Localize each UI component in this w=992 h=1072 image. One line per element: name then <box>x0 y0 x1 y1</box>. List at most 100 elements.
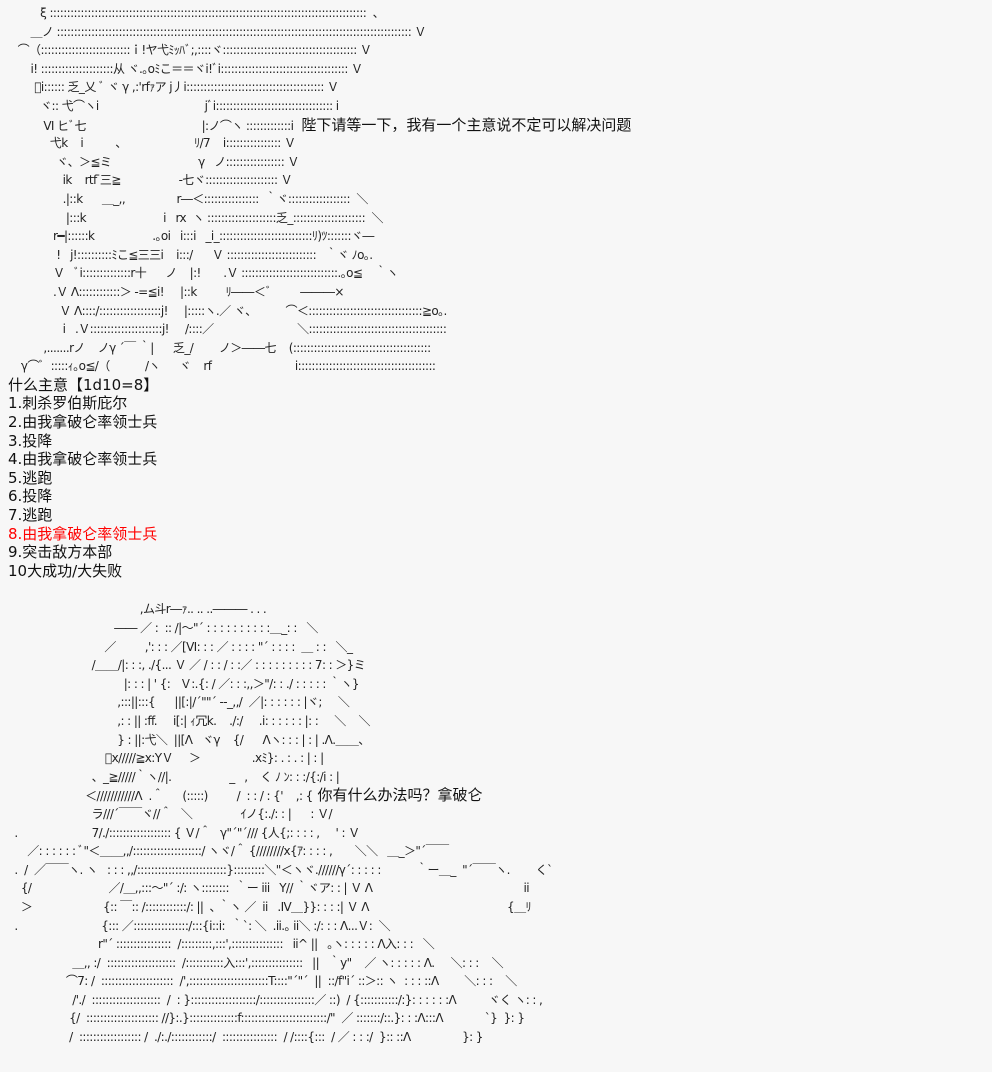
ascii-art-line: ヾ、＞≦ミ γ ノ::::::::::::::::: Ｖ <box>8 153 988 172</box>
ascii-art-line: |: : : | ' {: Ｖ:.{: / ／: : :,,＞"/: : ./ … <box>8 675 988 694</box>
ascii-art-line: . 7/./:::::::::::::::::: { Ｖ/＾ γ"´"´/// … <box>8 824 988 843</box>
ascii-art-text: {/ ／/＿,,:::～"´ :/: ヽ:::::::: ｀ー iii Y// … <box>8 881 530 896</box>
ascii-art-line: ! j!::::::::::ﾐこ≦三三i i:::/ Ｖ :::::::::::… <box>8 246 988 265</box>
ascii-art-text: γ⌒ﾞ :::::ｨ｡o≦/（ /ヽ ヾ rf i:::::::::::::::… <box>8 359 436 374</box>
ascii-art-text: /'./ :::::::::::::::::::: / : }:::::::::… <box>8 992 543 1007</box>
ascii-art-scene-1: ξ ::::::::::::::::::::::::::::::::::::::… <box>8 4 988 376</box>
ascii-art-text: . 7/./:::::::::::::::::: { Ｖ/＾ γ"´"´/// … <box>8 825 360 840</box>
post-content: ξ ::::::::::::::::::::::::::::::::::::::… <box>8 4 988 1047</box>
ascii-art-line: r"´ :::::::::::::::: /:::::::::,:::',:::… <box>8 935 988 954</box>
roll-option: 1.刺杀罗伯斯庇尔 <box>8 394 128 413</box>
ascii-art-text: i .Ｖ:::::::::::::::::::::j! /::::／ ＼::::… <box>8 322 447 337</box>
roll-option-selected: 8.由我拿破仑率领士兵 <box>8 524 158 543</box>
ascii-art-text: ! j!::::::::::ﾐこ≦三三i i:::/ Ｖ :::::::::::… <box>8 247 373 262</box>
ascii-art-text: ,:::||:::{ ||[:|/´""´ ‐‐_,,/ ／|: : : : :… <box>8 695 350 710</box>
ascii-art-text: ,: : || :ff. i[:| ｨ冗k. ./:/ .i: : : : : … <box>8 713 370 728</box>
ascii-art-line: r━|::::::k .｡oi i:::i _i_:::::::::::::::… <box>8 227 988 246</box>
ascii-art-text: r"´ :::::::::::::::: /:::::::::,:::',:::… <box>8 937 435 952</box>
ascii-art-line: ﾞi:::::: 乏_乂 ﾞ ヾ γ ,:'rfｧア j丿i::::::::::… <box>8 78 988 97</box>
ascii-art-line: 、_≧/////｀ヽ//|. _ , く ﾉ ﾝ: : :/{:/i : | <box>8 768 988 787</box>
spacer <box>8 580 988 600</box>
ascii-art-text: Ｖ ﾞi::::::::::::::r十 ノ |:! .Ｖ ::::::::::… <box>8 266 399 281</box>
ascii-art-line: ＞ {:: ￣:: /::::::::::::/: || ､ ｀ヽ ／ ii .… <box>8 898 988 917</box>
ascii-art-line: Ｖ Λ::::/::::::::::::::::::j! |:::::ヽ.／ ヾ… <box>8 302 988 321</box>
ascii-art-line: ＜///////////Λ .＾ (:::::) / : : / : {' ,:… <box>8 786 988 805</box>
ascii-art-text: ―― ／ : :: /|～"´ : : : : : : : : : :＿_: :… <box>8 621 318 635</box>
roll-option: 10大成功/大失败 <box>8 561 123 580</box>
ascii-art-text: ,.......rノ ノγ ´￣ ｀| 乏_/ ノ＞――七 (:::::::::… <box>8 340 431 355</box>
ascii-art-text: . {::: ／::::::::::::::::/:::{i::i: ｀`: ＼… <box>8 918 390 933</box>
roll-option: 2.由我拿破仑率领士兵 <box>8 413 158 432</box>
ascii-art-line: |:::k i rx ヽ ::::::::::::::::::::乏_:::::… <box>8 209 988 228</box>
ascii-art-text: ﾞi:::::: 乏_乂 ﾞ ヾ γ ,:'rfｧア j丿i::::::::::… <box>8 80 340 95</box>
ascii-art-line: 弋k i 、 ﾘ/7 i:::::::::::::::: Ｖ <box>8 134 988 153</box>
ascii-art-text: ラ///´￣￣ヾ//＾ ＼ ｲノ{:./: : | : Ｖ/ <box>8 806 333 821</box>
ascii-art-text: .|::k ＿_,, r―＜:::::::::::::::: ｀ヾ:::::::… <box>8 191 369 206</box>
ascii-art-text: ik rtf ̄三≧ ‐七ヾ::::::::::::::::::::: Ｖ <box>8 173 293 188</box>
ascii-art-text: ＿,, :/ :::::::::::::::::::: /:::::::::::… <box>8 955 504 970</box>
ascii-art-line: ／ ,': : : ／[Ⅵ: : : ／ : : : : "´ : : : : … <box>8 638 988 657</box>
roll-option: 9.突击敌方本部 <box>8 543 113 562</box>
ascii-art-text: ＞ {:: ￣:: /::::::::::::/: || ､ ｀ヽ ／ ii .… <box>8 899 532 914</box>
ascii-art-line: ＿,, :/ :::::::::::::::::::: /:::::::::::… <box>8 954 988 973</box>
ascii-art-text: ヾ、＞≦ミ γ ノ::::::::::::::::: Ｖ <box>8 154 299 169</box>
ascii-art-text: 弋k i 、 ﾘ/7 i:::::::::::::::: Ｖ <box>8 136 296 151</box>
ascii-art-line: ,: : || :ff. i[:| ｨ冗k. ./:/ .i: : : : : … <box>8 712 988 731</box>
ascii-art-line: Ⅵ ヒﾞ七 |:ノ⌒ヽ :::::::::::::i 陛下请等一下，我有一个主意… <box>8 116 988 135</box>
ascii-art-line: ,.......rノ ノγ ´￣ ｀| 乏_/ ノ＞――七 (:::::::::… <box>8 339 988 358</box>
ascii-art-line: Ｖ ﾞi::::::::::::::r十 ノ |:! .Ｖ ::::::::::… <box>8 264 988 283</box>
ascii-art-line: ⌒7: / ::::::::::::::::::::: /',:::::::::… <box>8 972 988 991</box>
ascii-art-text: i! :::::::::::::::::::::从 ヾ.｡oﾐこ＝＝ヾi!ﾞi:… <box>8 61 364 76</box>
roll-option: 4.由我拿破仑率领士兵 <box>8 450 158 469</box>
ascii-art-line: /'./ :::::::::::::::::::: / : }:::::::::… <box>8 991 988 1010</box>
ascii-art-text: ,ム斗r―ｧ.. .. ..――― . . . <box>8 602 267 617</box>
ascii-art-line: ξ ::::::::::::::::::::::::::::::::::::::… <box>8 4 988 23</box>
ascii-art-text: ＿ノ :::::::::::::::::::::::::::::::::::::… <box>8 24 427 39</box>
roll-option: 6.投降 <box>8 487 53 506</box>
ascii-art-text: Ⅵ ヒﾞ七 |:ノ⌒ヽ :::::::::::::i <box>8 118 297 133</box>
dialogue-text: 陛下请等一下，我有一个主意说不定可以解决问题 <box>296 115 632 134</box>
roll-option: 5.逃跑 <box>8 468 53 487</box>
ascii-art-text: ／: : : : : : ﾞ"＜＿＿,,/:::::::::::::::::::… <box>8 844 449 859</box>
ascii-art-line: {/ ／/＿,,:::～"´ :/: ヽ:::::::: ｀ー iii Y// … <box>8 879 988 898</box>
ascii-art-line: ―― ／ : :: /|～"´ : : : : : : : : : :＿_: :… <box>8 619 988 638</box>
ascii-art-text: |: : : | ' {: Ｖ:.{: / ／: : :,,＞"/: : ./ … <box>8 676 360 691</box>
roll-option: 3.投降 <box>8 431 53 450</box>
ascii-art-line: .Ｖ Λ::::::::::::＞ ‐=≦i! |::k ﾘ――＜ﾞ ―――× <box>8 283 988 302</box>
ascii-art-line: ／: : : : : : ﾞ"＜＿＿,,/:::::::::::::::::::… <box>8 842 988 861</box>
ascii-art-line: / :::::::::::::::::: / ./:./::::::::::::… <box>8 1028 988 1047</box>
ascii-art-line: i! :::::::::::::::::::::从 ヾ.｡oﾐこ＝＝ヾi!ﾞi:… <box>8 60 988 79</box>
roll-option: 7.逃跑 <box>8 506 53 525</box>
ascii-art-text: ξ ::::::::::::::::::::::::::::::::::::::… <box>8 6 385 20</box>
ascii-art-line: } : ||:弋＼ ||[Λ ヾγ {/ Λヽ: : : | : | .Λ.＿＿… <box>8 731 988 750</box>
ascii-art-text: / :::::::::::::::::: / ./:./::::::::::::… <box>8 1030 483 1045</box>
ascii-art-text: /＿＿/|: : :, ./{... Ｖ ／ / : : / : :／ : : … <box>8 658 366 673</box>
ascii-art-scene-2: ,ム斗r―ｧ.. .. ..――― . . . ―― ／ : :: /|～"´ … <box>8 600 988 1046</box>
ascii-art-text: ／ ,': : : ／[Ⅵ: : : ／ : : : : "´ : : : : … <box>8 639 353 654</box>
ascii-art-text: ＜///////////Λ .＾ (:::::) / : : / : {' ,:… <box>8 789 313 804</box>
ascii-art-line: ,:::||:::{ ||[:|/´""´ ‐‐_,,/ ／|: : : : :… <box>8 693 988 712</box>
ascii-art-line: ヾ:: 弋⌒ヽi jﾞi::::::::::::::::::::::::::::… <box>8 97 988 116</box>
ascii-art-line: ラ///´￣￣ヾ//＾ ＼ ｲノ{:./: : | : Ｖ/ <box>8 805 988 824</box>
ascii-art-text: r━|::::::k .｡oi i:::i _i_:::::::::::::::… <box>8 229 374 244</box>
ascii-art-line: {/ ::::::::::::::::::::: //}:.}:::::::::… <box>8 1009 988 1028</box>
ascii-art-line: ＿ノ :::::::::::::::::::::::::::::::::::::… <box>8 23 988 42</box>
ascii-art-text: |:::k i rx ヽ ::::::::::::::::::::乏_:::::… <box>8 210 384 225</box>
ascii-art-line: ik rtf ̄三≧ ‐七ヾ::::::::::::::::::::: Ｖ <box>8 171 988 190</box>
ascii-art-text: ⌒7: / ::::::::::::::::::::: /',:::::::::… <box>8 974 517 989</box>
ascii-art-line: γ⌒ﾞ :::::ｨ｡o≦/（ /ヽ ヾ rf i:::::::::::::::… <box>8 357 988 376</box>
ascii-art-line: ⌒（::::::::::::::::::::::::::ｉ!ヤ弋ﾐｯﾊﾞ;,::… <box>8 41 988 60</box>
roll-header: 什么主意【1d10=8】 <box>8 375 159 394</box>
ascii-art-line: /＿＿/|: : :, ./{... Ｖ ／ / : : / : :／ : : … <box>8 656 988 675</box>
ascii-art-text: ⌒（::::::::::::::::::::::::::ｉ!ヤ弋ﾐｯﾊﾞ;,::… <box>8 43 372 58</box>
ascii-art-line: . / ／￣￣ヽ. ヽ : : : ,,/:::::::::::::::::::… <box>8 861 988 880</box>
ascii-art-text: } : ||:弋＼ ||[Λ ヾγ {/ Λヽ: : : | : | .Λ.＿＿… <box>8 732 370 747</box>
ascii-art-text: ヾ:: 弋⌒ヽi jﾞi::::::::::::::::::::::::::::… <box>8 98 339 113</box>
ascii-art-text: .Ｖ Λ::::::::::::＞ ‐=≦i! |::k ﾘ――＜ﾞ ―――× <box>8 284 344 299</box>
dialogue-text: 你有什么办法吗？拿破仑 <box>312 786 483 805</box>
ascii-art-text: {/ ::::::::::::::::::::: //}:.}:::::::::… <box>8 1011 525 1026</box>
ascii-art-text: ﾞx/////≧x:YＶ ＞ .xﾐ}: . : . : | : | <box>8 751 324 766</box>
ascii-art-line: ,ム斗r―ｧ.. .. ..――― . . . <box>8 600 988 619</box>
ascii-art-text: . / ／￣￣ヽ. ヽ : : : ,,/:::::::::::::::::::… <box>8 862 553 877</box>
